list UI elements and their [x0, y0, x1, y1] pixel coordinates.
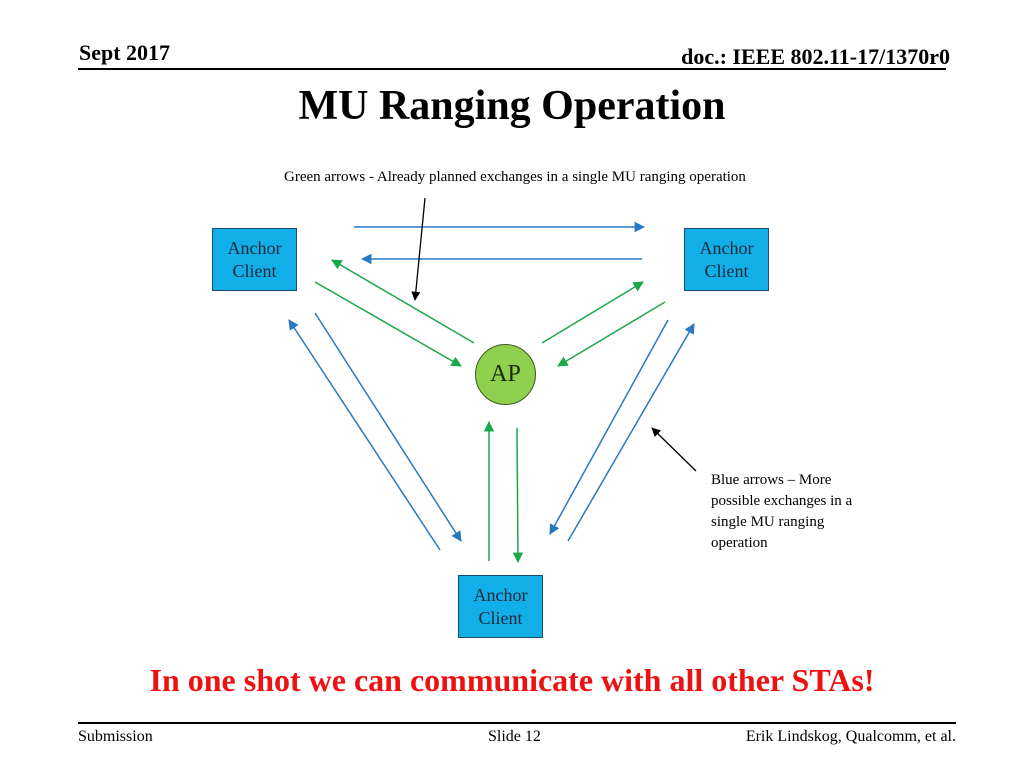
- anchor-client-bottom-line1: Anchor: [473, 584, 528, 605]
- blue-arrows-note: Blue arrows – More possible exchanges in…: [711, 472, 853, 551]
- anchor-client-left: Anchor Client: [212, 228, 297, 291]
- access-point-node: AP: [475, 344, 536, 405]
- blue-arrow-left-to-bottom: [314, 312, 462, 542]
- blue-arrow-right-to-bottom: [549, 319, 669, 535]
- header-doc-id: doc.: IEEE 802.11-17/1370r0: [681, 44, 950, 69]
- footer-authors: Erik Lindskog, Qualcomm, et al.: [745, 728, 956, 745]
- anchor-client-left-line2: Client: [232, 260, 277, 281]
- green-arrow-ap-to-bottom: [512, 427, 524, 564]
- footer-submission: Submission: [78, 728, 153, 745]
- anchor-client-right-line2: Client: [704, 260, 749, 281]
- slide-title: MU Ranging Operation: [298, 83, 726, 129]
- anchor-client-bottom-line2: Client: [478, 607, 523, 628]
- key-message: In one shot we can communicate with all …: [149, 662, 875, 698]
- green-arrow-left-to-ap: [314, 281, 462, 367]
- header-date: Sept 2017: [79, 40, 171, 65]
- footer-slide-number: Slide 12: [488, 728, 541, 745]
- green-arrows-note: Green arrows - Already planned exchanges…: [284, 169, 746, 185]
- green-note-pointer: [411, 197, 426, 301]
- green-arrow-ap-to-left: [331, 259, 475, 344]
- blue-arrow-bottom-to-left: [288, 319, 441, 551]
- anchor-client-right-line1: Anchor: [699, 237, 754, 258]
- blue-arrow-bottom-to-right: [567, 323, 695, 542]
- anchor-client-left-line1: Anchor: [227, 237, 282, 258]
- header-divider: [78, 68, 946, 70]
- green-arrow-ap-to-right: [541, 281, 644, 344]
- blue-note-pointer: [651, 427, 697, 472]
- footer-divider: [78, 722, 956, 724]
- anchor-client-bottom: Anchor Client: [458, 575, 543, 638]
- anchor-client-right: Anchor Client: [684, 228, 769, 291]
- green-arrow-right-to-ap: [557, 301, 666, 367]
